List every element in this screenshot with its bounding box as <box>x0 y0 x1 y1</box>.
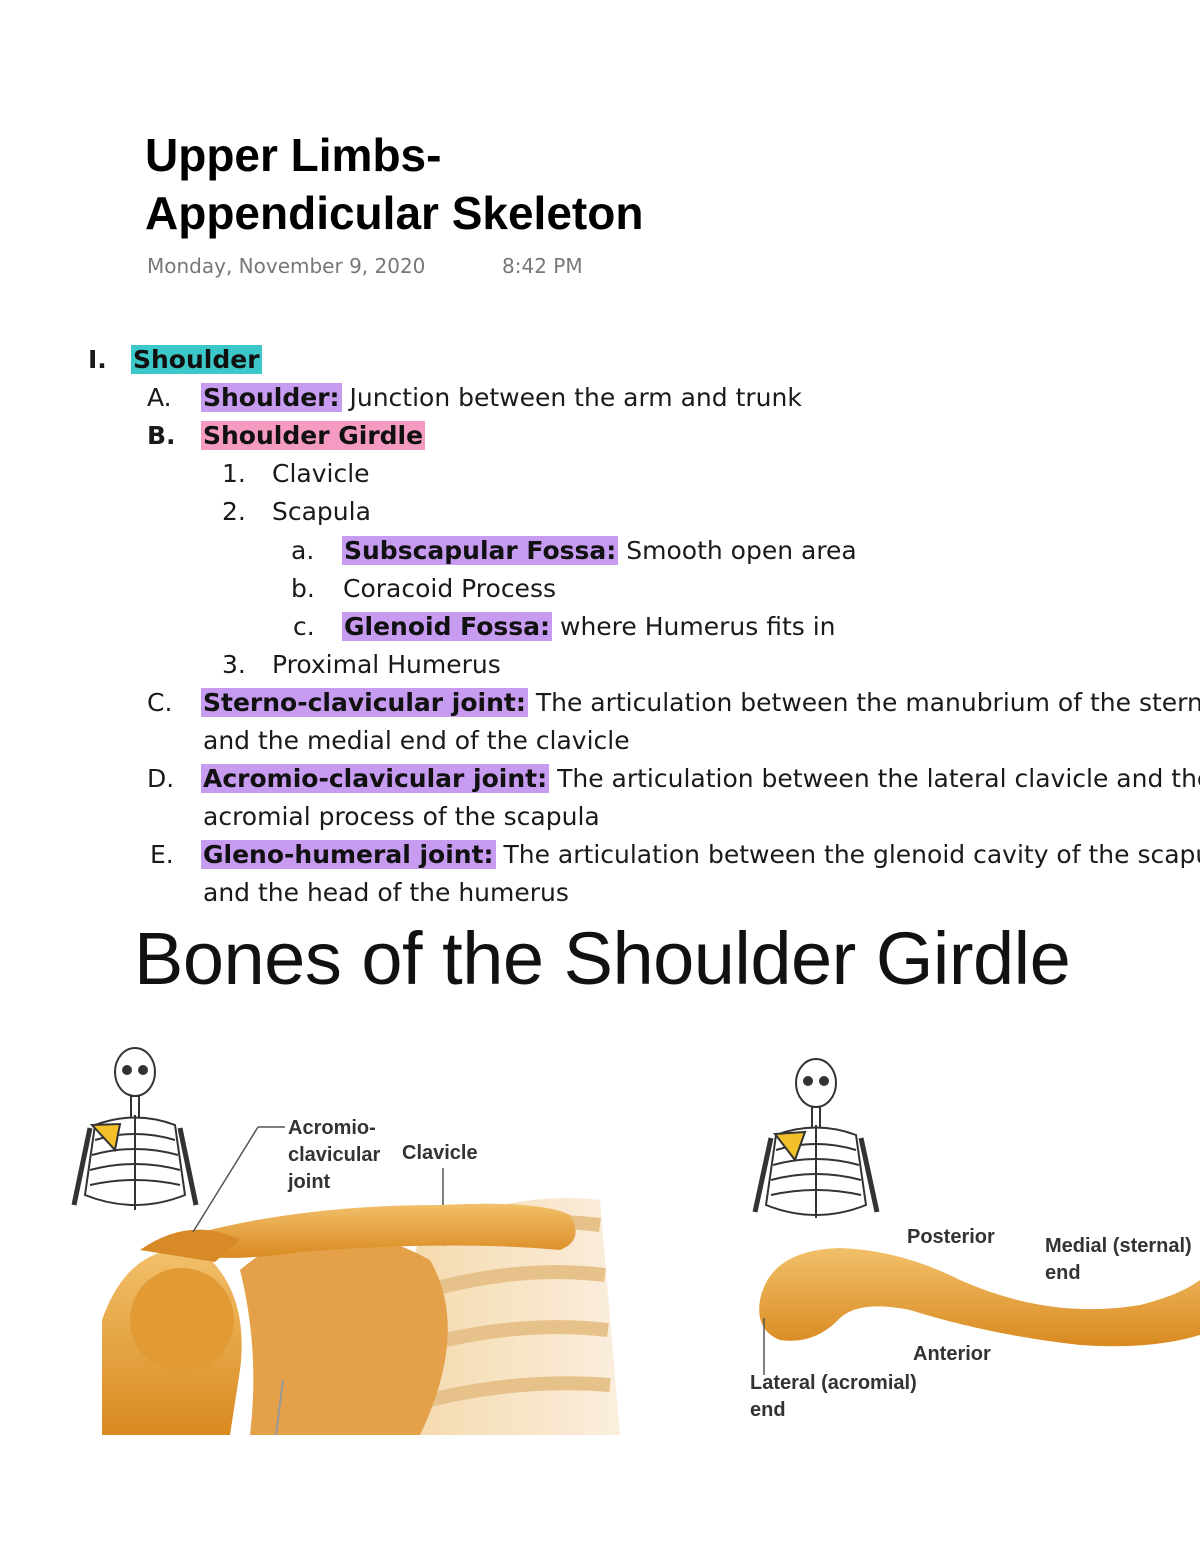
note-date: Monday, November 9, 2020 <box>147 254 426 278</box>
term-highlight: Glenoid Fossa: <box>342 612 553 641</box>
term-highlight: Gleno-humeral joint: <box>201 840 496 869</box>
label-ac-joint-3: joint <box>288 1171 331 1193</box>
outline-marker: E. <box>150 840 174 869</box>
outline-item: Shoulder Girdle <box>201 420 426 452</box>
page-title: Upper Limbs- Appendicular Skeleton <box>145 126 643 242</box>
definition-text: Junction between the arm and trunk <box>341 383 802 412</box>
outline-item: Shoulder: Junction between the arm and t… <box>201 382 802 414</box>
label-medial-end-2: end <box>1045 1262 1081 1284</box>
outline-marker: a. <box>291 536 315 565</box>
definition-continuation: and the head of the humerus <box>203 878 569 907</box>
outline-item: Coracoid Process <box>343 574 556 603</box>
outline-section: Shoulder <box>131 344 262 376</box>
term-highlight: Sterno-clavicular joint: <box>201 688 528 717</box>
label-anterior: Anterior <box>913 1343 991 1365</box>
label-lateral-end-2: end <box>750 1399 786 1421</box>
outline-marker: I. <box>88 345 107 374</box>
outline-marker: 1. <box>222 459 246 488</box>
skeleton-thumbnail-right <box>752 1058 880 1218</box>
definition-continuation: acromial process of the scapula <box>203 802 600 831</box>
page-title-line-1: Upper Limbs- <box>145 129 442 181</box>
outline-marker: D. <box>147 764 175 793</box>
definition-text: where Humerus fits in <box>552 612 836 641</box>
outline-marker: B. <box>147 421 176 450</box>
outline-item: Sterno-clavicular joint: The articulatio… <box>201 687 1200 719</box>
outline-marker: c. <box>293 612 315 641</box>
outline-item: Glenoid Fossa: where Humerus fits in <box>342 611 836 643</box>
outline-item: Subscapular Fossa: Smooth open area <box>342 535 857 567</box>
label-posterior: Posterior <box>907 1226 995 1248</box>
label-ac-joint-2: clavicular <box>288 1144 381 1166</box>
section-heading: Shoulder <box>131 345 262 374</box>
outline-item: Scapula <box>272 497 371 526</box>
page-title-line-2: Appendicular Skeleton <box>145 187 644 239</box>
figure-title: Bones of the Shoulder Girdle <box>134 917 1071 1000</box>
outline-marker: 2. <box>222 497 246 526</box>
outline-item: Acromio-clavicular joint: The articulati… <box>201 763 1200 795</box>
outline-marker: 3. <box>222 650 246 679</box>
shoulder-joint-illustration <box>102 1126 620 1436</box>
label-clavicle: Clavicle <box>402 1142 478 1164</box>
label-ac-joint-1: Acromio- <box>288 1117 376 1139</box>
outline-item: Clavicle <box>272 459 370 488</box>
outline-marker: b. <box>291 574 315 603</box>
definition-continuation: and the medial end of the clavicle <box>203 726 630 755</box>
label-medial-end-1: Medial (sternal) <box>1045 1235 1192 1257</box>
term-highlight: Shoulder Girdle <box>201 421 426 450</box>
clavicle-illustration <box>759 1248 1200 1375</box>
term-highlight: Shoulder: <box>201 383 342 412</box>
outline-item: Proximal Humerus <box>272 650 501 679</box>
outline-marker: A. <box>147 383 172 412</box>
outline-item: Gleno-humeral joint: The articulation be… <box>201 839 1200 871</box>
outline-marker: C. <box>147 688 173 717</box>
definition-text: The articulation between the glenoid cav… <box>495 840 1200 869</box>
outline: I. Shoulder A. Shoulder: Junction betwee… <box>88 344 1200 907</box>
term-highlight: Acromio-clavicular joint: <box>201 764 550 793</box>
note-time: 8:42 PM <box>502 254 583 278</box>
definition-text: The articulation between the manubrium o… <box>527 688 1200 717</box>
definition-text: Smooth open area <box>618 536 857 565</box>
term-highlight: Subscapular Fossa: <box>342 536 619 565</box>
skeleton-thumbnail-left <box>71 1047 199 1210</box>
definition-text: The articulation between the lateral cla… <box>549 764 1200 793</box>
label-lateral-end-1: Lateral (acromial) <box>750 1372 917 1394</box>
